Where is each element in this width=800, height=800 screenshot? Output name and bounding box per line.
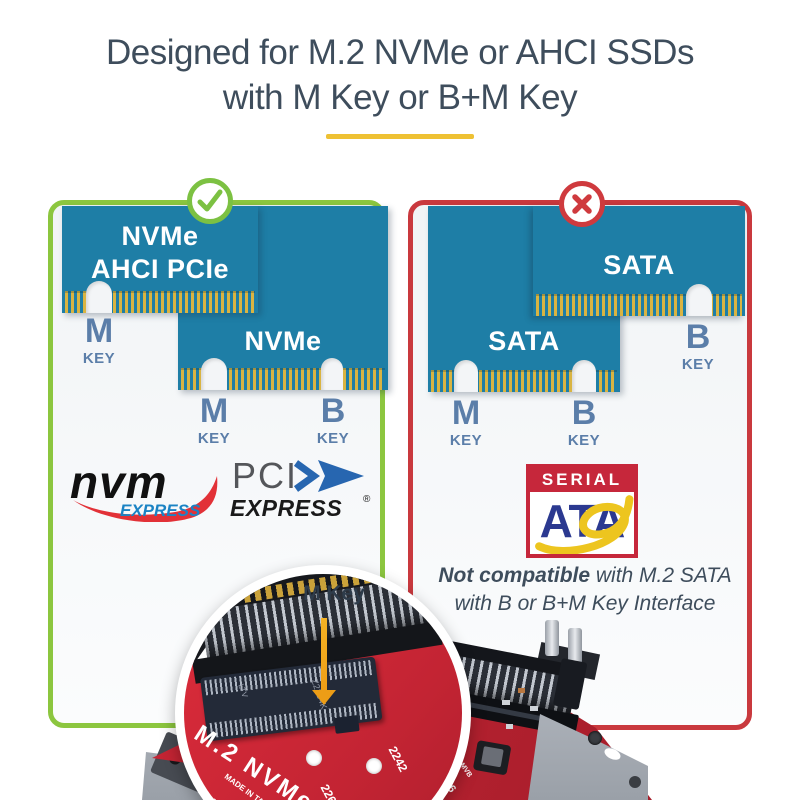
serial-ata-logo: SERIAL ATA [526, 464, 638, 558]
sata-card-label: SATA [603, 250, 675, 280]
key-sub: KEY [197, 430, 231, 447]
checkmark-icon [187, 178, 233, 224]
nvme-ahci-pcie-card: NVMe AHCI PCIe [62, 206, 258, 313]
serial-ata-logo-top: SERIAL [530, 468, 634, 492]
pci-arrow-head [318, 460, 364, 492]
pci-arrow-chevron [293, 460, 320, 492]
m-key-notch [86, 281, 112, 313]
b-key-notch [572, 360, 596, 392]
inductor-top [480, 746, 504, 768]
page-title: Designed for M.2 NVMe or AHCI SSDs with … [0, 30, 800, 120]
key-sub: KEY [82, 350, 116, 367]
inductor-component [472, 740, 512, 776]
key-sub: KEY [316, 430, 350, 447]
card-label-line2: AHCI PCIe [90, 254, 230, 284]
key-label-m: M KEY [184, 394, 244, 447]
key-letter: B [320, 392, 346, 430]
key-sub: KEY [449, 432, 483, 449]
title-line-1: Designed for M.2 NVMe or AHCI SSDs [106, 33, 694, 72]
key-letter: M [451, 394, 481, 432]
m-key-notch [201, 358, 227, 390]
key-sub: KEY [681, 356, 715, 373]
socket-key-bump [333, 715, 360, 734]
bracket-screw-hole [629, 776, 641, 788]
mounting-hole [366, 758, 382, 774]
smd-component [518, 688, 525, 693]
sata-b-key-card: SATA [533, 206, 745, 316]
smd-component [530, 706, 538, 711]
key-letter: B [571, 394, 597, 432]
registered-mark: ® [363, 494, 371, 505]
b-key-notch [321, 358, 343, 390]
nvme-logo-text: nvm [70, 460, 168, 508]
smd-component [506, 724, 513, 729]
bracket-screw-hole [588, 731, 602, 745]
note-rest: with M.2 SATA [590, 564, 732, 587]
note-bold: Not compatible [438, 564, 591, 587]
key-label-m: M KEY [69, 314, 129, 367]
key-sub: KEY [567, 432, 601, 449]
nvme-logo-sub: EXPRESS [120, 501, 201, 520]
key-letter: B [685, 318, 711, 356]
smd-component [502, 700, 510, 705]
key-label-b: B KEY [554, 396, 614, 449]
m-key-arrow-shaft [321, 618, 327, 692]
pci-express-logo: PCI EXPRESS ® [230, 458, 371, 521]
nvm-express-logo: nvm EXPRESS [70, 460, 218, 522]
key-letter: M [84, 312, 114, 350]
key-label-b: B KEY [668, 320, 728, 373]
screw-post [545, 620, 559, 656]
title-line-2: with M Key or B+M Key [222, 78, 578, 117]
key-label-m: M KEY [436, 396, 496, 449]
serial-ata-s-swoosh [535, 495, 634, 554]
m-key-callout: M Key [303, 582, 365, 605]
nvme-ahci-card-label: NVMe AHCI PCIe [62, 220, 258, 286]
title-underline [326, 134, 474, 139]
note-line-1: Not compatible with M.2 SATA [420, 562, 750, 590]
key-label-b: B KEY [303, 394, 363, 447]
b-key-notch [686, 284, 712, 316]
m-key-notch [454, 360, 478, 392]
cross-icon [559, 181, 605, 227]
key-letter: M [199, 392, 229, 430]
card-label-line1: NVMe [121, 221, 199, 251]
sata-card-label: SATA [488, 326, 560, 356]
pci-logo-text: PCI [232, 458, 298, 496]
nvme-card-label: NVMe [244, 326, 322, 356]
m-key-arrow-head [312, 690, 336, 705]
note-line-2: with B or B+M Key Interface [454, 592, 716, 615]
pci-logo-sub: EXPRESS [230, 495, 342, 521]
screw-post [568, 628, 582, 664]
magnifier-circle: Z2184K LTV M.2 NVMe MADE IN TAIWAN F13ZU… [175, 565, 471, 800]
compatibility-note: Not compatible with M.2 SATA with B or B… [420, 562, 750, 618]
edge-connector-pins [65, 291, 255, 313]
mounting-hole [306, 750, 322, 766]
